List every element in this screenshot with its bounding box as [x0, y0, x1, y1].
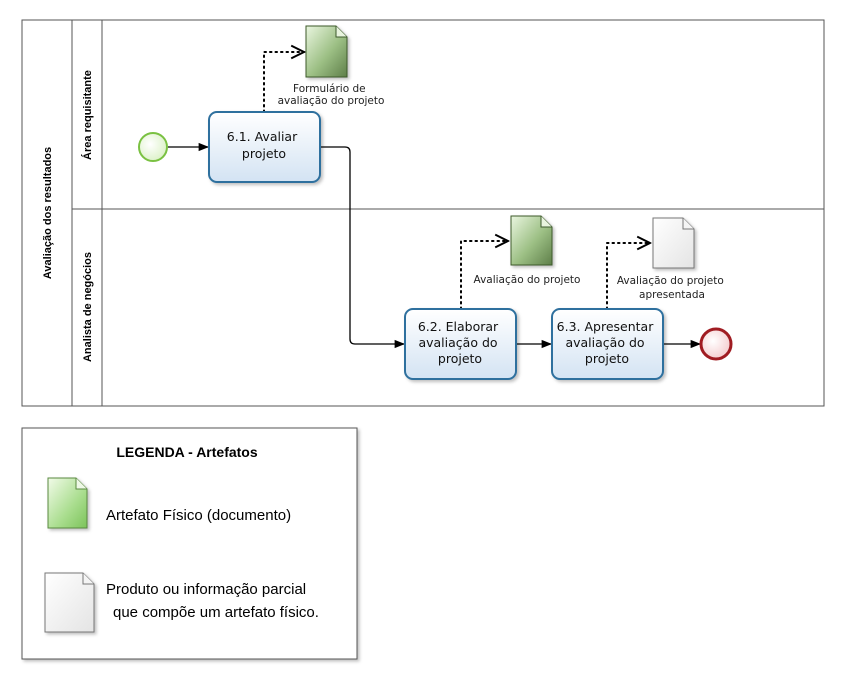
partial-document-icon	[44, 572, 95, 633]
task-6-2-line-1: 6.2. Elaborar	[418, 319, 499, 334]
partial-document-icon	[652, 217, 695, 269]
legend-item-partial: Produto ou informação parcial que compõe…	[44, 572, 319, 633]
artifact-partial-document-3[interactable]: Avaliação do projeto apresentada	[617, 217, 727, 301]
task-6-2[interactable]: 6.2. Elaborar avaliação do projeto	[404, 308, 517, 380]
start-event[interactable]	[138, 132, 168, 162]
physical-document-icon	[305, 25, 348, 78]
svg-text:Formulário de avaliação: Formulário de avaliação do projeto	[278, 83, 385, 107]
artifact-physical-document-2[interactable]: Avaliação do projeto	[474, 215, 581, 286]
legend-title: LEGENDA - Artefatos	[116, 444, 258, 460]
association-task2-artifact2	[460, 241, 508, 310]
association-task3-artifact3	[606, 243, 650, 310]
artifact-3-line-1: Avaliação do projeto	[617, 275, 724, 287]
pool-label: Avaliação dos resultados	[42, 147, 54, 279]
svg-text:6.3. Apresentar avaliaçã: 6.3. Apresentar avaliação do projeto	[557, 319, 658, 366]
task-6-1-line-2: projeto	[242, 146, 286, 161]
task-6-1-line-1: 6.1. Avaliar	[227, 129, 298, 144]
legend-item-physical: Artefato Físico (documento)	[47, 477, 291, 529]
svg-text:Produto ou informação parcial: Produto ou informação parcial que compõe…	[106, 581, 319, 621]
artifact-2-line-1: Avaliação do projeto	[474, 274, 581, 286]
physical-document-icon	[47, 477, 88, 529]
task-6-1[interactable]: 6.1. Avaliar projeto	[208, 111, 321, 183]
flow-task1-to-task2	[320, 146, 406, 349]
svg-text:6.2. Elaborar avaliação: 6.2. Elaborar avaliação do projeto	[418, 319, 502, 366]
artifact-1-line-1: Formulário de	[293, 83, 366, 95]
task-6-3-line-1: 6.3. Apresentar	[557, 319, 655, 334]
task-6-2-line-2: avaliação do	[418, 335, 497, 350]
association-task1-artifact1	[263, 52, 304, 113]
task-6-3-line-3: projeto	[585, 351, 629, 366]
svg-text:Avaliação do projeto apr: Avaliação do projeto apresentada	[617, 275, 727, 301]
svg-text:Avaliação do projeto: Avaliação do projeto	[474, 274, 581, 286]
lane-label-area-requisitante: Área requisitante	[81, 70, 94, 160]
artifact-physical-document-1[interactable]: Formulário de avaliação do projeto	[278, 25, 385, 107]
task-6-3[interactable]: 6.3. Apresentar avaliação do projeto	[551, 308, 664, 380]
legend-item-partial-line-1: Produto ou informação parcial	[106, 581, 306, 598]
sequence-flows	[168, 142, 702, 349]
task-6-3-line-2: avaliação do	[565, 335, 644, 350]
legend: LEGENDA - Artefatos Artefato Físico (doc…	[21, 427, 358, 660]
associations	[263, 52, 650, 310]
svg-text:6.1. Avaliar projeto: 6.1. Avaliar projeto	[227, 129, 301, 161]
task-6-2-line-3: projeto	[438, 351, 482, 366]
lane-label-analista-de-negocios: Analista de negócios	[82, 252, 94, 362]
legend-item-partial-line-2: que compõe um artefato físico.	[113, 604, 319, 621]
artifact-1-line-2: avaliação do projeto	[278, 95, 385, 107]
physical-document-icon	[510, 215, 553, 266]
artifact-3-line-2: apresentada	[639, 289, 705, 301]
legend-item-physical-label: Artefato Físico (documento)	[106, 507, 291, 524]
end-event[interactable]	[699, 327, 733, 361]
